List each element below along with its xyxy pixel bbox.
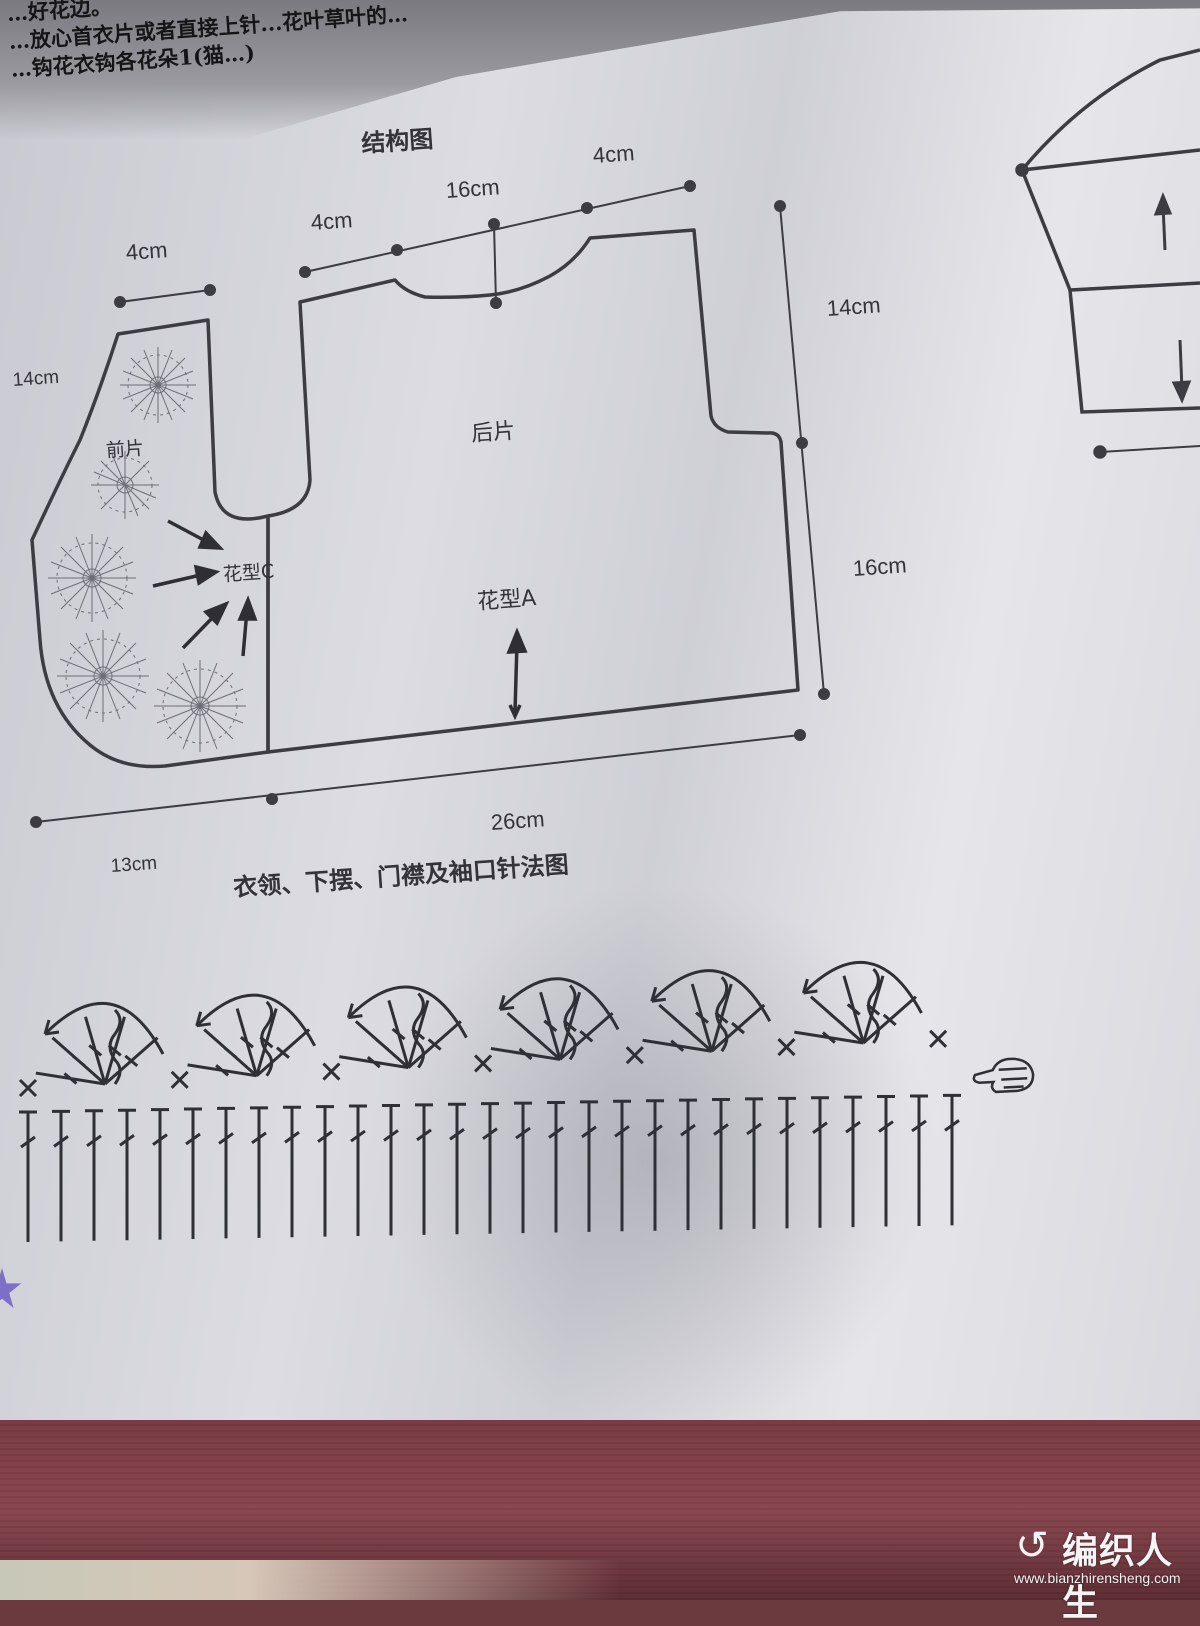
treble-stitch-icon <box>316 1105 334 1237</box>
chain-stitch-icon <box>260 1000 274 1077</box>
treble-stitch-icon <box>184 1107 202 1240</box>
single-crochet-icon <box>18 1078 38 1098</box>
chain-stitch-icon <box>563 984 577 1061</box>
treble-stitch-icon <box>448 1102 466 1235</box>
treble-stitch-icon <box>811 1096 829 1228</box>
treble-stitch-icon <box>613 1099 631 1232</box>
flower-icon <box>91 451 159 519</box>
curved-arrow-icon <box>195 993 317 1047</box>
dim-back-width: 26cm <box>490 806 546 835</box>
fabric-edge <box>0 1560 620 1600</box>
arrow-head-icon <box>43 1019 60 1036</box>
arrow-head-icon <box>498 995 515 1011</box>
curved-arrow-icon <box>499 977 620 1031</box>
flower-icon <box>154 660 246 752</box>
spiral-logo-icon: ↺ <box>1015 1523 1049 1569</box>
dim-neck-side-left: 4cm <box>310 207 354 235</box>
label-back-piece: 后片 <box>470 418 517 447</box>
treble-stitch-icon <box>844 1095 862 1228</box>
dim-neck-width: 16cm <box>445 174 501 203</box>
arrow-icon <box>167 519 225 550</box>
shell-stitch-icon <box>35 1016 159 1086</box>
sleeve-diagram <box>1015 48 1200 459</box>
treble-stitch-icon <box>217 1106 235 1239</box>
single-crochet-icon <box>170 1070 189 1089</box>
curved-arrow-icon <box>347 985 468 1039</box>
treble-stitch-icon <box>712 1098 730 1230</box>
treble-stitch-icon <box>481 1102 499 1234</box>
treble-stitch-icon <box>943 1093 961 1226</box>
arrow-icon <box>152 564 221 588</box>
shell-stitch-icon <box>339 999 462 1070</box>
watermark-url: www.bianzhirensheng.com <box>1014 1570 1181 1586</box>
treble-stitch-icon <box>52 1109 70 1242</box>
treble-stitch-icon <box>283 1105 301 1238</box>
treble-stitch-icon <box>514 1101 532 1234</box>
curved-arrow-icon <box>43 1001 165 1055</box>
single-crochet-icon <box>625 1046 644 1065</box>
chain-stitch-icon <box>411 992 425 1069</box>
stitch-chart <box>18 960 961 1242</box>
shell-stitch-icon <box>642 983 766 1053</box>
treble-stitch-icon <box>85 1109 103 1241</box>
treble-stitch-icon <box>118 1108 136 1241</box>
arrow-head-icon <box>802 978 818 995</box>
back-piece-outline <box>266 228 800 754</box>
flower-icon <box>57 630 149 722</box>
treble-stitch-icon <box>580 1100 598 1232</box>
dim-body-height: 16cm <box>852 552 908 581</box>
treble-stitch-icon <box>910 1094 928 1226</box>
shell-stitch-icon <box>187 1008 311 1078</box>
curved-arrow-icon <box>650 969 772 1022</box>
dim-armhole-height: 14cm <box>826 292 882 321</box>
single-crochet-icon <box>322 1062 341 1081</box>
treble-stitch-icon <box>646 1099 664 1231</box>
arrow-head-icon <box>650 986 666 1003</box>
dim-front-width: 13cm <box>110 852 158 877</box>
treble-stitch-icon <box>547 1101 565 1233</box>
dim-left-height: 14cm <box>12 366 60 391</box>
direction-arrows <box>152 519 528 721</box>
arrow-head-icon <box>195 1011 211 1028</box>
dimension-lines <box>30 180 830 828</box>
treble-stitch-icon <box>679 1098 697 1231</box>
front-piece-outline <box>30 318 270 769</box>
structure-title: 结构图 <box>360 124 435 158</box>
treble-stitch-icon <box>19 1110 37 1242</box>
dim-neck-side-right: 4cm <box>592 140 636 168</box>
label-front-piece: 前片 <box>105 437 145 462</box>
pattern-diagram <box>18 48 1200 1242</box>
treble-stitch-icon <box>745 1097 763 1229</box>
shell-stitch-icon <box>794 975 917 1045</box>
treble-stitch-icon <box>382 1103 400 1236</box>
single-crochet-icon <box>474 1054 493 1073</box>
curved-arrow-icon <box>802 960 923 1014</box>
treble-stitch-icon <box>778 1096 796 1229</box>
treble-stitch-icon <box>151 1108 169 1240</box>
flower-icon <box>48 534 136 622</box>
arrow-head-icon <box>346 1003 363 1020</box>
flower-icon <box>120 347 196 423</box>
arrow-icon <box>181 600 230 650</box>
dim-top-left-width: 4cm <box>125 237 169 265</box>
arrow-icon <box>237 595 258 657</box>
single-crochet-icon <box>777 1037 796 1057</box>
hand-pointer-icon <box>972 1057 1035 1094</box>
front-flowers <box>48 347 246 752</box>
treble-stitch-icon <box>250 1106 268 1238</box>
treble-stitch-icon <box>349 1104 367 1237</box>
chain-stitch-icon <box>866 967 880 1044</box>
chain-stitch-icon <box>108 1008 122 1085</box>
arrow-icon <box>506 627 528 721</box>
label-pattern-c: 花型C <box>222 560 275 586</box>
treble-stitch-icon <box>415 1103 433 1235</box>
shell-stitch-icon <box>490 991 614 1061</box>
shadow <box>380 880 940 1440</box>
single-crochet-icon <box>929 1029 948 1048</box>
treble-stitch-icon <box>877 1095 895 1227</box>
label-pattern-a: 花型A <box>476 585 538 615</box>
watermark: ↺ 编织人生 www.bianzhirensheng.com <box>1010 1520 1195 1624</box>
chain-stitch-icon <box>715 976 729 1053</box>
